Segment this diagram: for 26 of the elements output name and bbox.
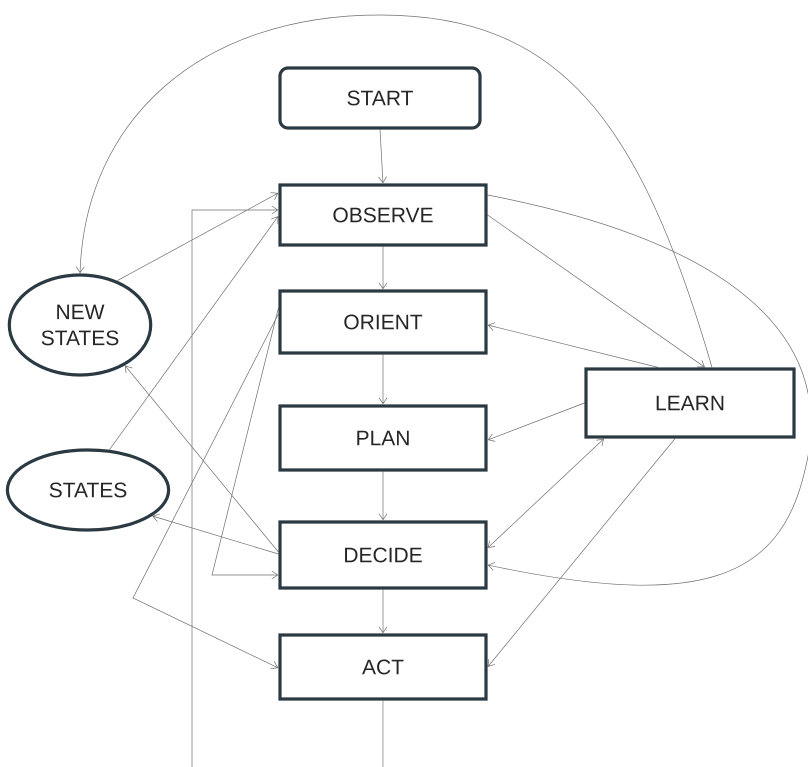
- arrow: [152, 514, 279, 554]
- process-box: DECIDE: [278, 520, 488, 590]
- arrow: [124, 365, 279, 552]
- arrow: [488, 438, 676, 667]
- curved-arrow: [76, 14, 712, 368]
- arrow: [488, 438, 604, 548]
- process-box: OBSERVE: [278, 183, 488, 247]
- process-box: LEARN: [584, 367, 796, 439]
- arrow: [378, 354, 388, 404]
- feedback-arrow: [192, 206, 384, 767]
- arrow: [132, 314, 279, 670]
- arrow: [378, 129, 387, 184]
- process-box: ORIENT: [278, 289, 488, 355]
- process-box: ACT: [278, 633, 488, 701]
- arrow: [488, 322, 658, 368]
- arrow: [487, 214, 705, 368]
- arrow: [116, 192, 278, 282]
- arrow: [212, 308, 279, 580]
- arrow: [378, 471, 388, 520]
- process-box: PLAN: [278, 404, 488, 472]
- arrow: [488, 402, 585, 442]
- arrow: [378, 589, 388, 634]
- terminal-box: START: [278, 66, 482, 130]
- arrow: [378, 246, 388, 290]
- curved-arrow: [487, 194, 808, 586]
- arrow: [109, 216, 278, 450]
